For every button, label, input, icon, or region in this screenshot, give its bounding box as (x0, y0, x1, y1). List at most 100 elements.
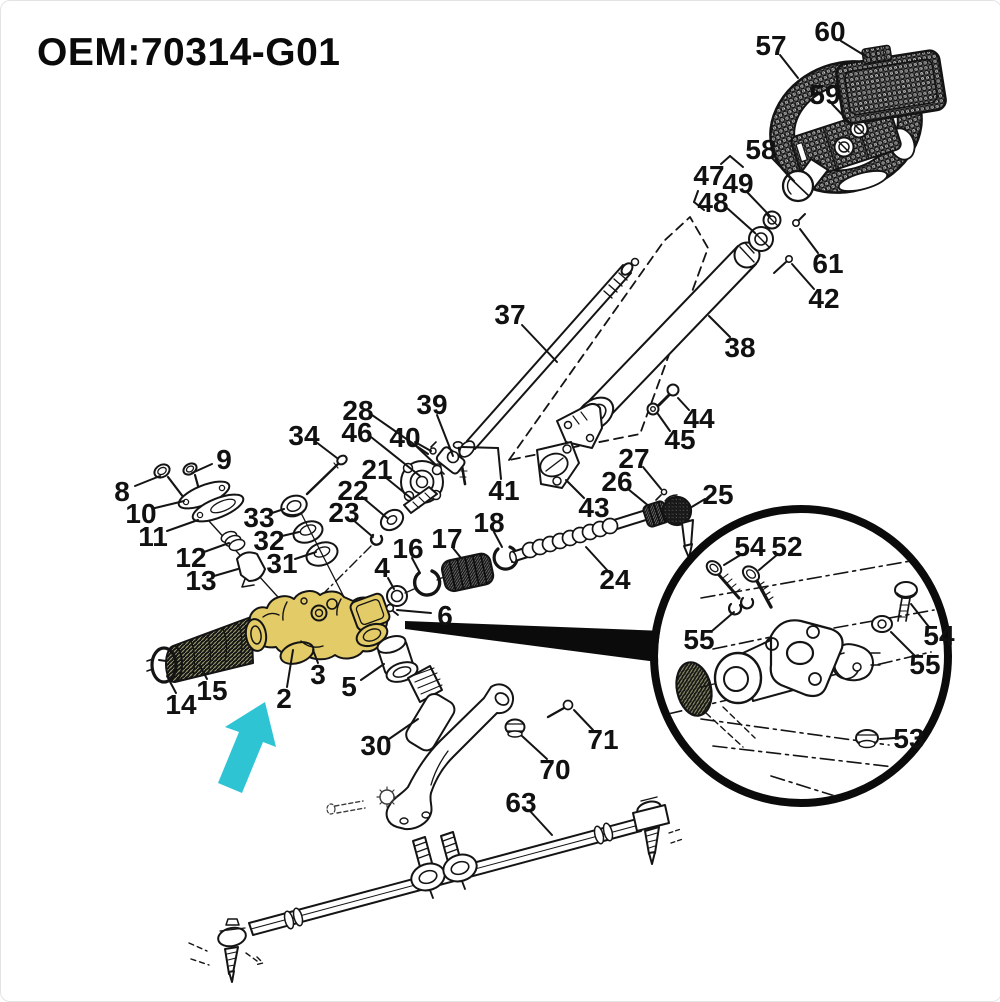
callout-label-46: 46 (341, 417, 372, 448)
leader-line-14 (166, 675, 177, 694)
leader-line-54 (723, 553, 743, 566)
leader-line-70 (521, 735, 548, 760)
leader-line-53 (879, 737, 896, 740)
inset-detail-circle (650, 505, 952, 807)
callout-label-54: 54 (734, 531, 766, 562)
pitman-shaft-30 (405, 665, 456, 752)
leader-line-6 (396, 609, 432, 614)
leader-line-47 (729, 155, 744, 168)
leader-line-31 (294, 551, 317, 560)
nut-70 (504, 718, 526, 738)
callout-label-57: 57 (755, 30, 786, 61)
retainer-ring-4 (386, 585, 408, 607)
inset-gear-housing (713, 619, 881, 705)
leader-line-41 (461, 446, 499, 449)
leader-line-39 (436, 414, 454, 457)
mount-plate-43 (536, 441, 580, 489)
leader-line-22 (361, 496, 388, 519)
lock-washer-ghost (326, 786, 398, 815)
rack-rod-24 (509, 508, 650, 564)
leader-line-32 (281, 531, 300, 537)
callout-label-3: 3 (310, 659, 326, 690)
callout-label-6: 6 (437, 600, 453, 631)
callout-label-60: 60 (814, 16, 845, 47)
leader-line-5 (360, 663, 385, 681)
washer-32 (292, 520, 324, 544)
worm-spring-17 (440, 552, 495, 593)
c-washer-16 (412, 569, 442, 597)
leader-line-48 (693, 190, 699, 203)
bushing-block-13 (236, 551, 266, 588)
leader-line-24 (585, 546, 608, 571)
leader-line-30 (388, 718, 419, 740)
oem-part-number-title: OEM:70314-G01 (37, 31, 341, 74)
axis-line-input (324, 545, 372, 593)
leader-line-26 (627, 488, 651, 508)
callout-label-11: 11 (138, 521, 168, 552)
leader-line-54 (910, 603, 930, 628)
leader-line-55 (711, 611, 735, 632)
callout-label-4: 4 (374, 552, 390, 583)
leader-line-10 (154, 500, 185, 509)
leader-line-44 (677, 397, 690, 411)
callout-label-27: 27 (618, 443, 649, 474)
clamp-14 (146, 646, 178, 684)
callout-label-31: 31 (266, 548, 297, 579)
leader-line-52 (758, 553, 779, 571)
plate-11 (191, 493, 245, 523)
leader-line-40 (414, 444, 437, 466)
pin-27 (655, 488, 668, 501)
callout-label-40: 40 (389, 422, 420, 453)
callout-label-41: 41 (488, 475, 519, 506)
leader-line-12 (203, 542, 230, 553)
leader-line-40 (414, 441, 432, 452)
inset-border (650, 505, 952, 807)
callout-label-5: 5 (341, 671, 357, 702)
leader-line-2 (286, 649, 294, 688)
pin-42 (773, 255, 793, 274)
callout-label-21: 21 (361, 454, 392, 485)
gear-box-2-3 (244, 590, 391, 665)
callout-label-26: 26 (601, 466, 632, 497)
leader-line-4 (387, 577, 395, 590)
callout-label-55: 55 (683, 624, 714, 655)
callout-label-44: 44 (683, 403, 715, 434)
leader-line-15 (199, 665, 208, 680)
callout-label-10: 10 (125, 498, 156, 529)
leader-line-21 (384, 476, 413, 500)
leader-line-37 (521, 324, 558, 363)
highlight-arrow (218, 702, 276, 793)
leader-line-8 (134, 475, 161, 487)
callout-label-54: 54 (923, 620, 955, 651)
callout-label-63: 63 (505, 787, 536, 818)
leader-line-57 (779, 54, 799, 79)
callout-label-8: 8 (114, 476, 130, 507)
callout-label-25: 25 (702, 479, 733, 510)
callout-label-23: 23 (328, 497, 359, 528)
callout-label-70: 70 (539, 754, 570, 785)
screw-61 (791, 213, 806, 228)
callout-label-58: 58 (745, 134, 776, 165)
inset-bolt-54-left (705, 560, 741, 600)
spring-washer-12 (220, 530, 246, 552)
callout-label-39: 39 (416, 389, 447, 420)
callout-label-14: 14 (165, 689, 197, 720)
callout-label-49: 49 (722, 168, 753, 199)
callout-label-2: 2 (276, 683, 292, 714)
leader-line-27 (642, 466, 662, 490)
column-saddle-bracket (556, 402, 603, 449)
inset-bolt-52 (741, 565, 774, 609)
callout-label-28: 28 (342, 395, 373, 426)
leader-line-16 (411, 557, 421, 574)
bolt-8 (153, 463, 189, 504)
leader-line-13 (213, 568, 239, 577)
screw-6 (385, 603, 399, 616)
leader-line-63 (529, 810, 553, 836)
leader-line-42 (791, 263, 815, 290)
frame-edges (705, 706, 756, 748)
steering-shaft-37 (466, 257, 640, 450)
leader-line-45 (657, 413, 671, 432)
callout-label-55: 55 (909, 649, 940, 680)
axis-seg-a (404, 588, 415, 594)
